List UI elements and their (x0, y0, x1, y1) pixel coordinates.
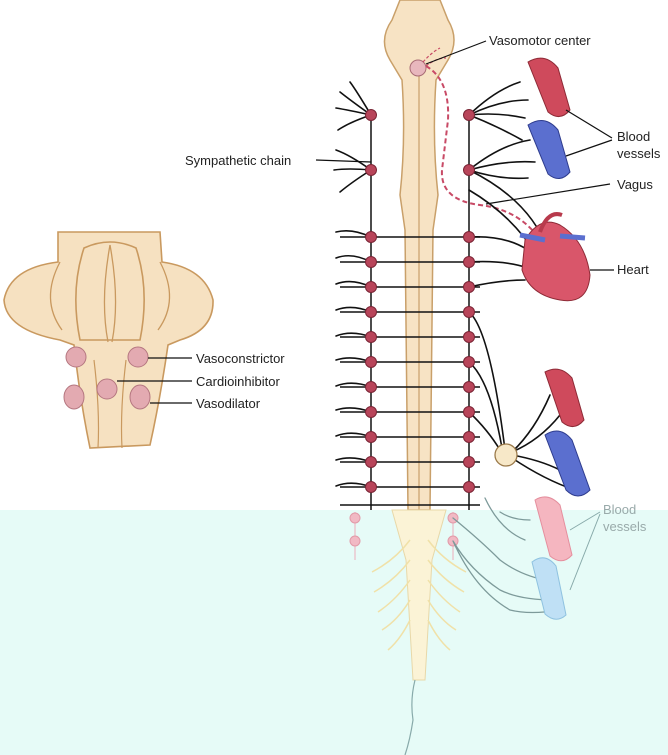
vasoconstrictor-label: Vasoconstrictor (196, 351, 285, 366)
blood-vessels-bottom (531, 496, 573, 620)
vasodilator-label: Vasodilator (196, 396, 261, 411)
cauda-equina (371, 539, 467, 651)
heart-label: Heart (617, 262, 649, 277)
spinal-cord (383, 0, 455, 755)
blood-vessels-bottom-label-line1: Blood (603, 502, 636, 517)
blood-vessels-bottom-label-line2: vessels (603, 519, 647, 534)
cardioinhibitor-label: Cardioinhibitor (196, 374, 280, 389)
brainstem-illustration (3, 231, 214, 449)
vasomotor-center-label: Vasomotor center (489, 33, 591, 48)
vasoconstrictor-nucleus-right (127, 346, 149, 368)
heart-illustration (519, 212, 591, 302)
blood-vessels-mid (544, 368, 591, 497)
faded-lower-nerves (452, 497, 561, 614)
spinal-rami (340, 236, 480, 506)
vasodilator-nucleus-right (129, 384, 151, 410)
prevertebral-ganglion (494, 443, 518, 467)
cardioinhibitor-nucleus (96, 378, 118, 400)
vasoconstrictor-nucleus-left (65, 346, 87, 368)
vagus-label: Vagus (617, 177, 653, 192)
sympathetic-chain-label: Sympathetic chain (185, 153, 291, 168)
vagus-nerve (425, 65, 541, 241)
blood-vessels-top (527, 57, 571, 179)
blood-vessels-top-label-line2: vessels (617, 146, 661, 161)
blood-vessels-top-label-line1: Blood (617, 129, 650, 144)
left-nerve-sprays (333, 81, 372, 488)
vasomotor-center-node (409, 59, 427, 77)
vasodilator-nucleus-left (63, 384, 85, 410)
sympathetic-ganglia (349, 109, 475, 547)
